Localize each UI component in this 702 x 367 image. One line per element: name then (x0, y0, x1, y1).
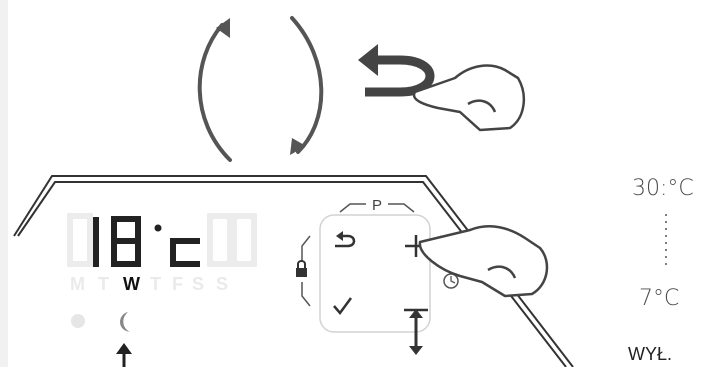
range-dots (664, 214, 668, 274)
faint-digit-slots (67, 213, 257, 267)
sun-dot-icon (71, 314, 85, 328)
day-letter-t: T (98, 274, 109, 294)
up-arrow-indicator (116, 343, 132, 367)
arrow-head-down (290, 138, 306, 155)
clock-icon (443, 273, 459, 289)
day-letter-w-active: W (123, 274, 140, 294)
off-label: WYŁ. (628, 344, 673, 364)
pressing-hand-icon (418, 225, 549, 298)
left-edge-strip (0, 0, 8, 367)
padlock-icon (296, 260, 307, 277)
rotate-arrows-icon (197, 16, 324, 162)
degree-dot (154, 224, 162, 232)
max-temperature-label: 30:°C (632, 176, 694, 201)
confirm-button[interactable] (333, 297, 353, 316)
day-letters: M T T F S S (70, 274, 228, 294)
minus-button[interactable] (404, 308, 428, 355)
program-p-label: P (372, 197, 382, 214)
moon-icon (120, 312, 130, 332)
day-letter-f: F (172, 274, 183, 294)
back-arrow-icon (358, 44, 435, 97)
back-button[interactable] (335, 231, 356, 248)
day-letter-s2: S (216, 274, 228, 294)
day-letter-s: S (192, 274, 204, 294)
celsius-c-segment (170, 238, 200, 267)
day-letter-t2: T (150, 274, 161, 294)
arrow-head-up (216, 18, 230, 38)
day-letter-m: M (70, 274, 85, 294)
min-temperature-label: 7°C (639, 286, 680, 311)
pointing-hand-icon (412, 64, 526, 132)
temperature-digits (93, 216, 141, 267)
